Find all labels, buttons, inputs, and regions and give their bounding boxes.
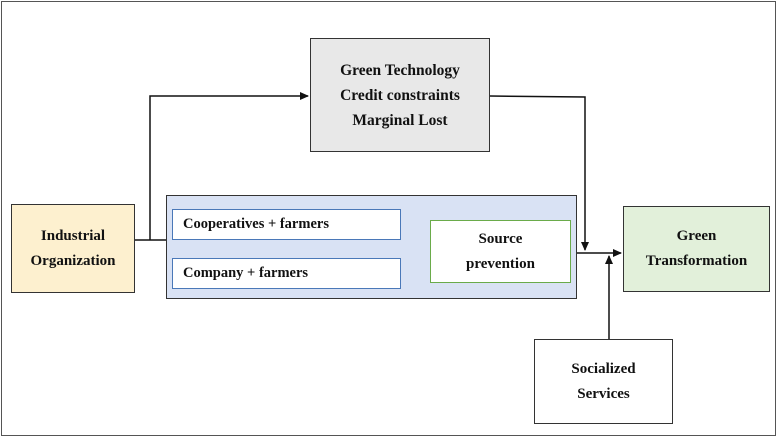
cooperatives-label: Cooperatives + farmers [183, 216, 329, 232]
industrial-line1: Industrial [40, 227, 106, 244]
source-line1: Source [478, 230, 523, 247]
green-transformation-node: Green Transformation [623, 206, 770, 292]
socialized-line1: Socialized [571, 360, 636, 377]
source-prevention-node: Source prevention [430, 220, 571, 283]
technology-line1: Green Technology [340, 61, 460, 79]
technology-line2: Credit constraints [340, 86, 460, 104]
green-technology-node: Green Technology Credit constraints Marg… [310, 38, 490, 152]
socialized-services-node: Socialized Services [534, 339, 673, 424]
source-line2: prevention [466, 255, 535, 272]
company-farmers-node: Company + farmers [172, 258, 401, 289]
green-line2: Transformation [645, 253, 748, 269]
industrial-to-technology-arrow [149, 92, 309, 240]
cooperatives-farmers-node: Cooperatives + farmers [172, 209, 401, 240]
green-line1: Green [676, 228, 717, 244]
technology-line3: Marginal Lost [352, 111, 448, 129]
company-label: Company + farmers [183, 265, 309, 281]
industrial-line2: Organization [30, 252, 116, 269]
socialized-line2: Services [577, 385, 630, 402]
industrial-organization-node: Industrial Organization [11, 204, 135, 293]
technology-to-green-arrow [489, 95, 589, 251]
